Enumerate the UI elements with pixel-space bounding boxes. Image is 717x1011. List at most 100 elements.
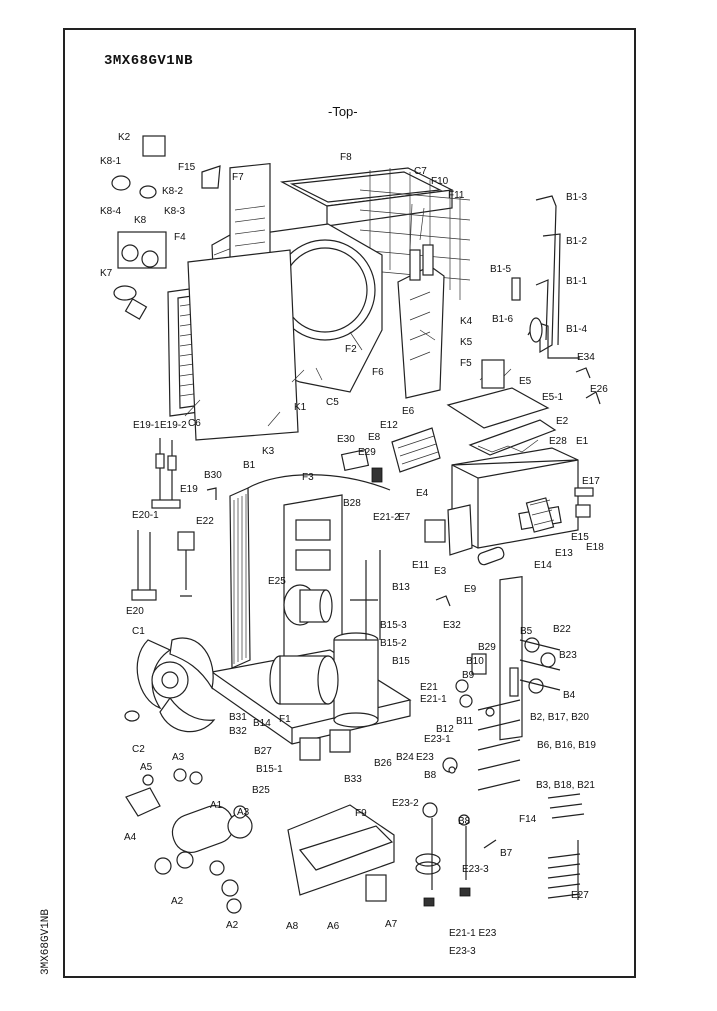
pcb-board [446,359,550,429]
label-b31: B31 [229,712,247,723]
label-e21-1: E21-1 [420,694,447,705]
label-e23-3: E23-3 [462,864,489,875]
label-b10: B10 [466,656,484,667]
label-e13: E13 [555,548,573,559]
label-b2-b17-b20: B2, B17, B20 [530,712,589,723]
label-a8: A8 [286,921,299,932]
label-e23-1: E23-1 [424,734,451,745]
label-k8-2: K8-2 [162,186,184,197]
label-b1-4: B1-4 [566,324,588,335]
label-b3-b18-b21: B3, B18, B21 [536,780,595,791]
label-b27: B27 [254,746,272,757]
label-e9: E9 [464,584,477,595]
label-e19: E19 [180,484,198,495]
front-grille [167,249,299,441]
label-b29: B29 [478,642,496,653]
terminal-boards [340,427,441,483]
label-b33: B33 [344,774,362,785]
label-e21-2: E21-2 [373,512,400,523]
label-f5: F5 [460,358,472,369]
label-e14: E14 [534,560,552,571]
label-e18: E18 [586,542,604,553]
heat-exchanger [229,474,391,669]
label-k8-3: K8-3 [164,206,186,217]
small-electrical-parts [424,367,601,607]
label-b11: B11 [456,716,473,727]
fan-propeller [124,637,216,733]
label-e21: E21 [420,682,438,693]
label-bottom-2: E23-3 [449,946,476,957]
label-e7: E7 [398,512,411,523]
label-a7: A7 [385,919,398,930]
label-e28: E28 [549,436,567,447]
label-k8: K8 [134,215,147,226]
label-e20-1: E20-1 [132,510,159,521]
label-e5-1: E5-1 [542,392,564,403]
label-b32: B32 [229,726,247,737]
label-b26: B26 [374,758,392,769]
label-e8: E8 [368,432,381,443]
label-b6-b16-b19: B6, B16, B19 [537,740,596,751]
label-k5: K5 [460,337,473,348]
label-e11: E11 [412,560,429,571]
label-e32: E32 [443,620,461,631]
label-b1-1: B1-1 [566,276,588,287]
label-e34: E34 [577,352,595,363]
compressor [269,550,381,728]
label-e5: E5 [519,376,532,387]
label-e4: E4 [416,488,429,499]
label-k7: K7 [100,268,113,279]
label-b22: B22 [553,624,571,635]
side-panel-right [397,244,445,399]
label-f8: F8 [340,152,352,163]
view-label: -Top- [328,104,358,119]
label-a6: A6 [327,921,340,932]
label-a2-left: A2 [171,896,184,907]
label-b28: B28 [343,498,361,509]
label-b4: B4 [563,690,576,701]
label-bottom-1: E21-1 E23 [449,928,497,939]
label-b14: B14 [253,718,271,729]
label-f1: F1 [279,714,291,725]
label-a4: A4 [124,832,137,843]
label-b1: B1 [243,460,256,471]
label-f14: F14 [519,814,537,825]
top-plate [280,167,455,227]
label-b15-3: B15-3 [380,620,407,631]
label-e1: E1 [576,436,589,447]
wire-harness [547,793,585,900]
label-k1: K1 [294,402,307,413]
label-b1-5: B1-5 [490,264,512,275]
label-c7: C7 [414,166,427,177]
label-b25: B25 [252,785,270,796]
valve-block [415,575,561,907]
label-e26: E26 [590,384,608,395]
label-b1-2: B1-2 [566,236,588,247]
label-e2: E2 [556,416,569,427]
label-a1: A1 [210,800,223,811]
label-e3: E3 [434,566,447,577]
label-c2: C2 [132,744,145,755]
label-e20: E20 [126,606,144,617]
thermistor-set [131,438,217,601]
label-b13: B13 [392,582,410,593]
label-b12: B12 [436,724,454,735]
label-f7: F7 [232,172,244,183]
label-e25: E25 [268,576,286,587]
label-e23-2: E23-2 [392,798,419,809]
label-f3: F3 [302,472,314,483]
label-f15: F15 [178,162,196,173]
label-c1: C1 [132,626,145,637]
fan-motor [283,584,333,626]
drawing-frame [63,28,636,978]
label-b15-1: B15-1 [256,764,283,775]
model-title: 3MX68GV1NB [104,53,194,69]
label-f10: F10 [431,176,449,187]
label-k8-4: K8-4 [100,206,122,217]
label-b15-2: B15-2 [380,638,407,649]
label-f11: F11 [448,190,465,201]
label-a2: A2 [226,920,239,931]
label-b24: B24 [396,752,414,763]
label-f4: F4 [174,232,186,243]
label-e15: E15 [571,532,589,543]
